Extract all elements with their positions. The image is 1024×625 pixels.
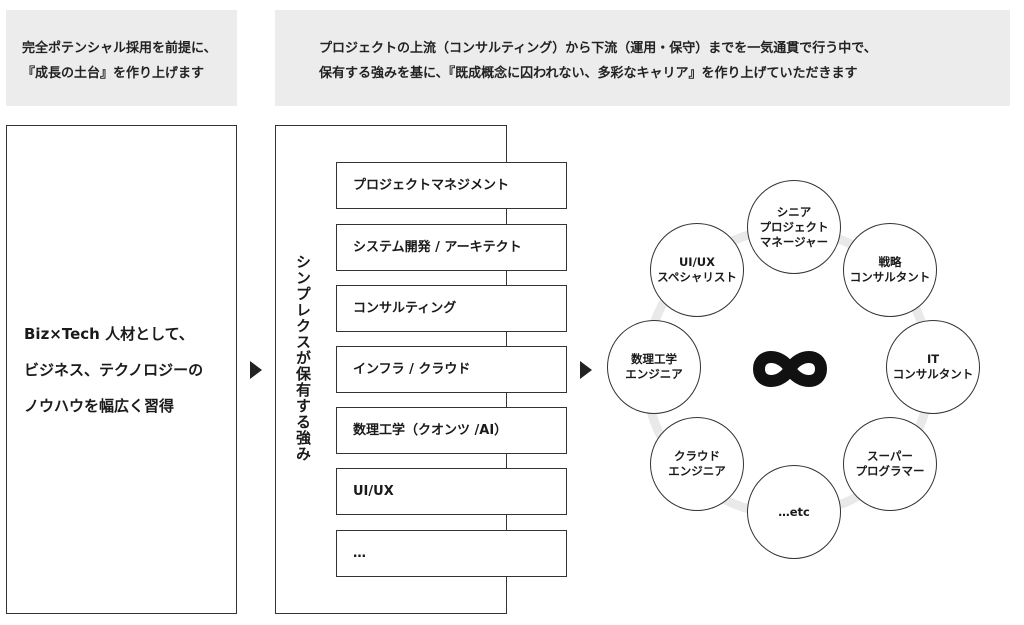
strength-item-quants-ai: 数理工学（クオンツ /AI） (336, 407, 567, 454)
career-label: クラウド エンジニア (668, 449, 726, 478)
foundation-line-1: Biz×Tech 人材として、 (24, 325, 194, 343)
career-cloud-engineer: クラウド エンジニア (650, 417, 744, 511)
triangle-right-icon (250, 361, 262, 379)
strengths-label: シンプレクスが保有する強み (294, 254, 312, 462)
career-ui-ux-specialist: UI/UX スペシャリスト (650, 223, 744, 317)
career-label: スーパー プログラマー (855, 449, 925, 478)
intro-banner-left: 完全ポテンシャル採用を前提に、 『成長の土台』を作り上げます (6, 10, 237, 106)
banner-right-line-2: 保有する強みを基に、『既成概念に囚われない、多彩なキャリア』を作り上げていただき… (319, 66, 858, 81)
career-label: 数理工学 エンジニア (625, 352, 683, 381)
banner-right-line-1: プロジェクトの上流（コンサルティング）から下流（運用・保守）までを一気通貫で行う… (319, 41, 877, 56)
strength-item-more: … (336, 530, 567, 577)
intro-banner-right: プロジェクトの上流（コンサルティング）から下流（運用・保守）までを一気通貫で行う… (275, 10, 1010, 106)
foundation-line-3: ノウハウを幅広く習得 (24, 397, 175, 415)
triangle-right-icon (580, 361, 592, 379)
career-label: UI/UX スペシャリスト (657, 255, 737, 284)
strength-item-consulting: コンサルティング (336, 285, 567, 332)
career-it-consultant: IT コンサルタント (886, 320, 980, 414)
career-etc: …etc (747, 465, 841, 559)
strength-item-project-management: プロジェクトマネジメント (336, 162, 567, 209)
strength-item-ui-ux: UI/UX (336, 468, 567, 515)
career-quant-engineer: 数理工学 エンジニア (607, 320, 701, 414)
foundation-line-2: ビジネス、テクノロジーの (24, 361, 204, 379)
career-label: 戦略 コンサルタント (849, 255, 931, 284)
strength-item-infra-cloud: インフラ / クラウド (336, 346, 567, 393)
foundation-panel: Biz×Tech 人材として、 ビジネス、テクノロジーの ノウハウを幅広く習得 (6, 125, 237, 614)
career-senior-project-manager: シニア プロジェクト マネージャー (747, 180, 841, 274)
banner-left-line-1: 完全ポテンシャル採用を前提に、 (22, 41, 217, 56)
strength-item-system-development: システム開発 / アーキテクト (336, 224, 567, 271)
infinity-icon (753, 351, 827, 387)
career-label: …etc (778, 504, 810, 519)
career-strategy-consultant: 戦略 コンサルタント (843, 223, 937, 317)
banner-left-line-2: 『成長の土台』を作り上げます (22, 66, 205, 81)
foundation-text: Biz×Tech 人材として、 ビジネス、テクノロジーの ノウハウを幅広く習得 (24, 316, 203, 424)
career-label: IT コンサルタント (892, 352, 974, 381)
career-label: シニア プロジェクト マネージャー (759, 204, 829, 249)
career-super-programmer: スーパー プログラマー (843, 417, 937, 511)
